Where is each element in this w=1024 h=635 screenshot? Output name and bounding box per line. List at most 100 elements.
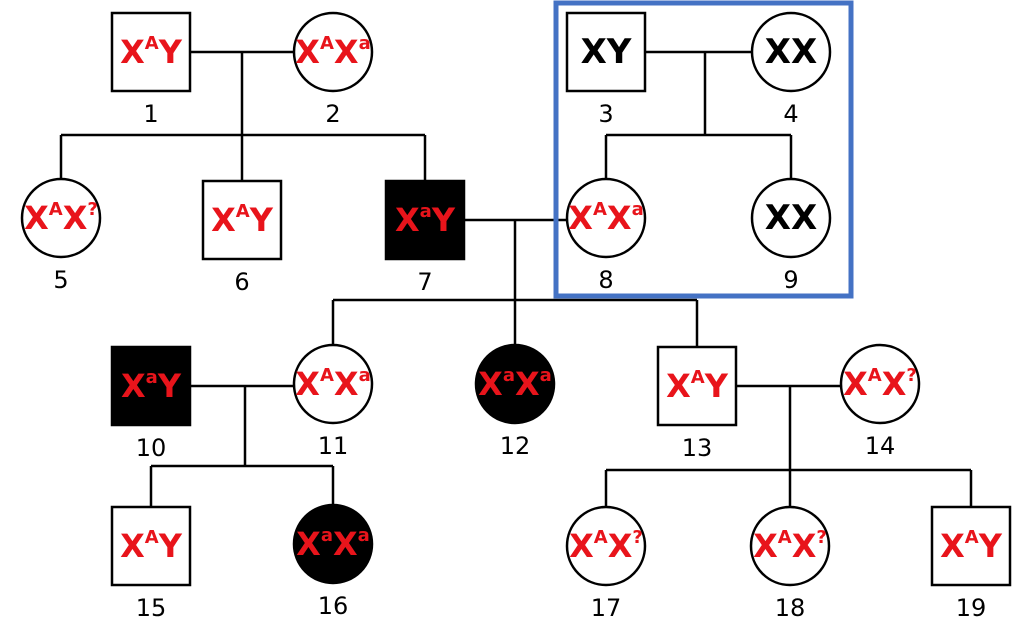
genotype-label: XaY [121,367,182,406]
individual-18: XAX? 18 [749,505,831,622]
allele-superscript: a [321,525,333,546]
female-circle [474,343,556,425]
genotype-label: XAY [120,33,183,72]
genotype-label: XAY [120,527,183,566]
genotype-label: XX [765,32,817,72]
allele-superscript: ? [87,199,97,220]
individual-number: 9 [783,266,798,294]
chromosome-letter: Y [158,33,183,71]
allele-superscript: A [145,33,159,54]
individual-number: 3 [598,100,613,128]
chromosome-letter: X [121,367,146,405]
allele-superscript: a [359,365,371,386]
chromosome-letter: Y [249,201,274,239]
chromosome-letter: XX [765,32,817,72]
chromosome-letter: X [295,365,320,403]
chromosome-letter: Y [978,527,1003,565]
chromosome-letter: X [568,199,593,237]
chromosome-letter: Y [157,367,182,405]
highlight-box [553,0,854,299]
individual-number: 19 [956,594,987,622]
genotype-label: XAX? [24,199,98,238]
individual-number: 8 [598,266,613,294]
genotype-label: XY [581,32,632,72]
male-square [930,505,1012,587]
female-circle [292,11,374,93]
female-circle [565,177,647,259]
chromosome-letter: X [295,33,320,71]
individual-number: 17 [591,594,622,622]
genotype-label: XAXa [295,33,370,72]
chromosome-letter: Y [431,201,456,239]
allele-superscript: A [236,201,250,222]
chromosome-letter: X [24,199,49,237]
male-square [384,179,466,261]
allele-superscript: a [359,33,371,54]
allele-superscript: A [691,367,705,388]
individual-number: 18 [775,594,806,622]
allele-superscript: A [320,33,334,54]
individual-number: 11 [318,432,349,460]
individual-number: 6 [234,268,249,296]
genotype-label: XaXa [478,365,552,404]
chromosome-letter: X [753,527,778,565]
individual-number: 1 [143,100,158,128]
male-square [110,505,192,587]
individual-number: 2 [325,100,340,128]
allele-superscript: a [540,365,552,386]
allele-superscript: ? [632,527,642,548]
genotype-label: XaY [395,201,456,240]
male-square [110,11,192,93]
chromosome-letter: X [569,527,594,565]
chromosome-letter: X [607,199,632,237]
individual-19: XAY 19 [930,505,1012,622]
allele-superscript: a [146,367,158,388]
genotype-label: XAY [940,527,1003,566]
female-circle [292,503,374,585]
individual-17: XAX? 17 [565,505,647,622]
individual-2: XAXa 2 [292,11,374,128]
allele-superscript: ? [816,527,826,548]
allele-superscript: A [594,527,608,548]
chromosome-letter: X [211,201,236,239]
chromosome-letter: X [333,525,358,563]
female-circle [839,343,921,425]
female-circle [749,505,831,587]
male-square [201,179,283,261]
allele-superscript: A [593,199,607,220]
genotype-label: XAY [211,201,274,240]
allele-superscript: ? [906,365,916,386]
genotype-label: XAX? [843,365,917,404]
chromosome-letter: X [395,201,420,239]
genotype-label: XAXa [295,365,370,404]
genotype-label: XAXa [568,199,643,238]
individual-11: XAXa 11 [292,343,374,460]
genotype-label: XAX? [753,527,827,566]
female-circle [565,505,647,587]
individual-number: 7 [417,268,432,296]
allele-superscript: A [49,199,63,220]
allele-superscript: a [632,199,644,220]
genotype-label: XAY [666,367,729,406]
allele-superscript: A [868,365,882,386]
male-square [565,11,647,93]
genotype-label: XAX? [569,527,643,566]
individual-7: XaY 7 [384,179,466,296]
female-circle [750,177,832,259]
individual-number: 5 [53,266,68,294]
male-square [110,345,192,427]
male-square [656,345,738,427]
individual-number: 14 [865,432,896,460]
allele-superscript: A [320,365,334,386]
individual-9: XX9 [750,177,832,294]
chromosome-letter: X [515,365,540,403]
individual-14: XAX? 14 [839,343,921,460]
pedigree-lines [59,50,973,508]
individual-6: XAY 6 [201,179,283,296]
